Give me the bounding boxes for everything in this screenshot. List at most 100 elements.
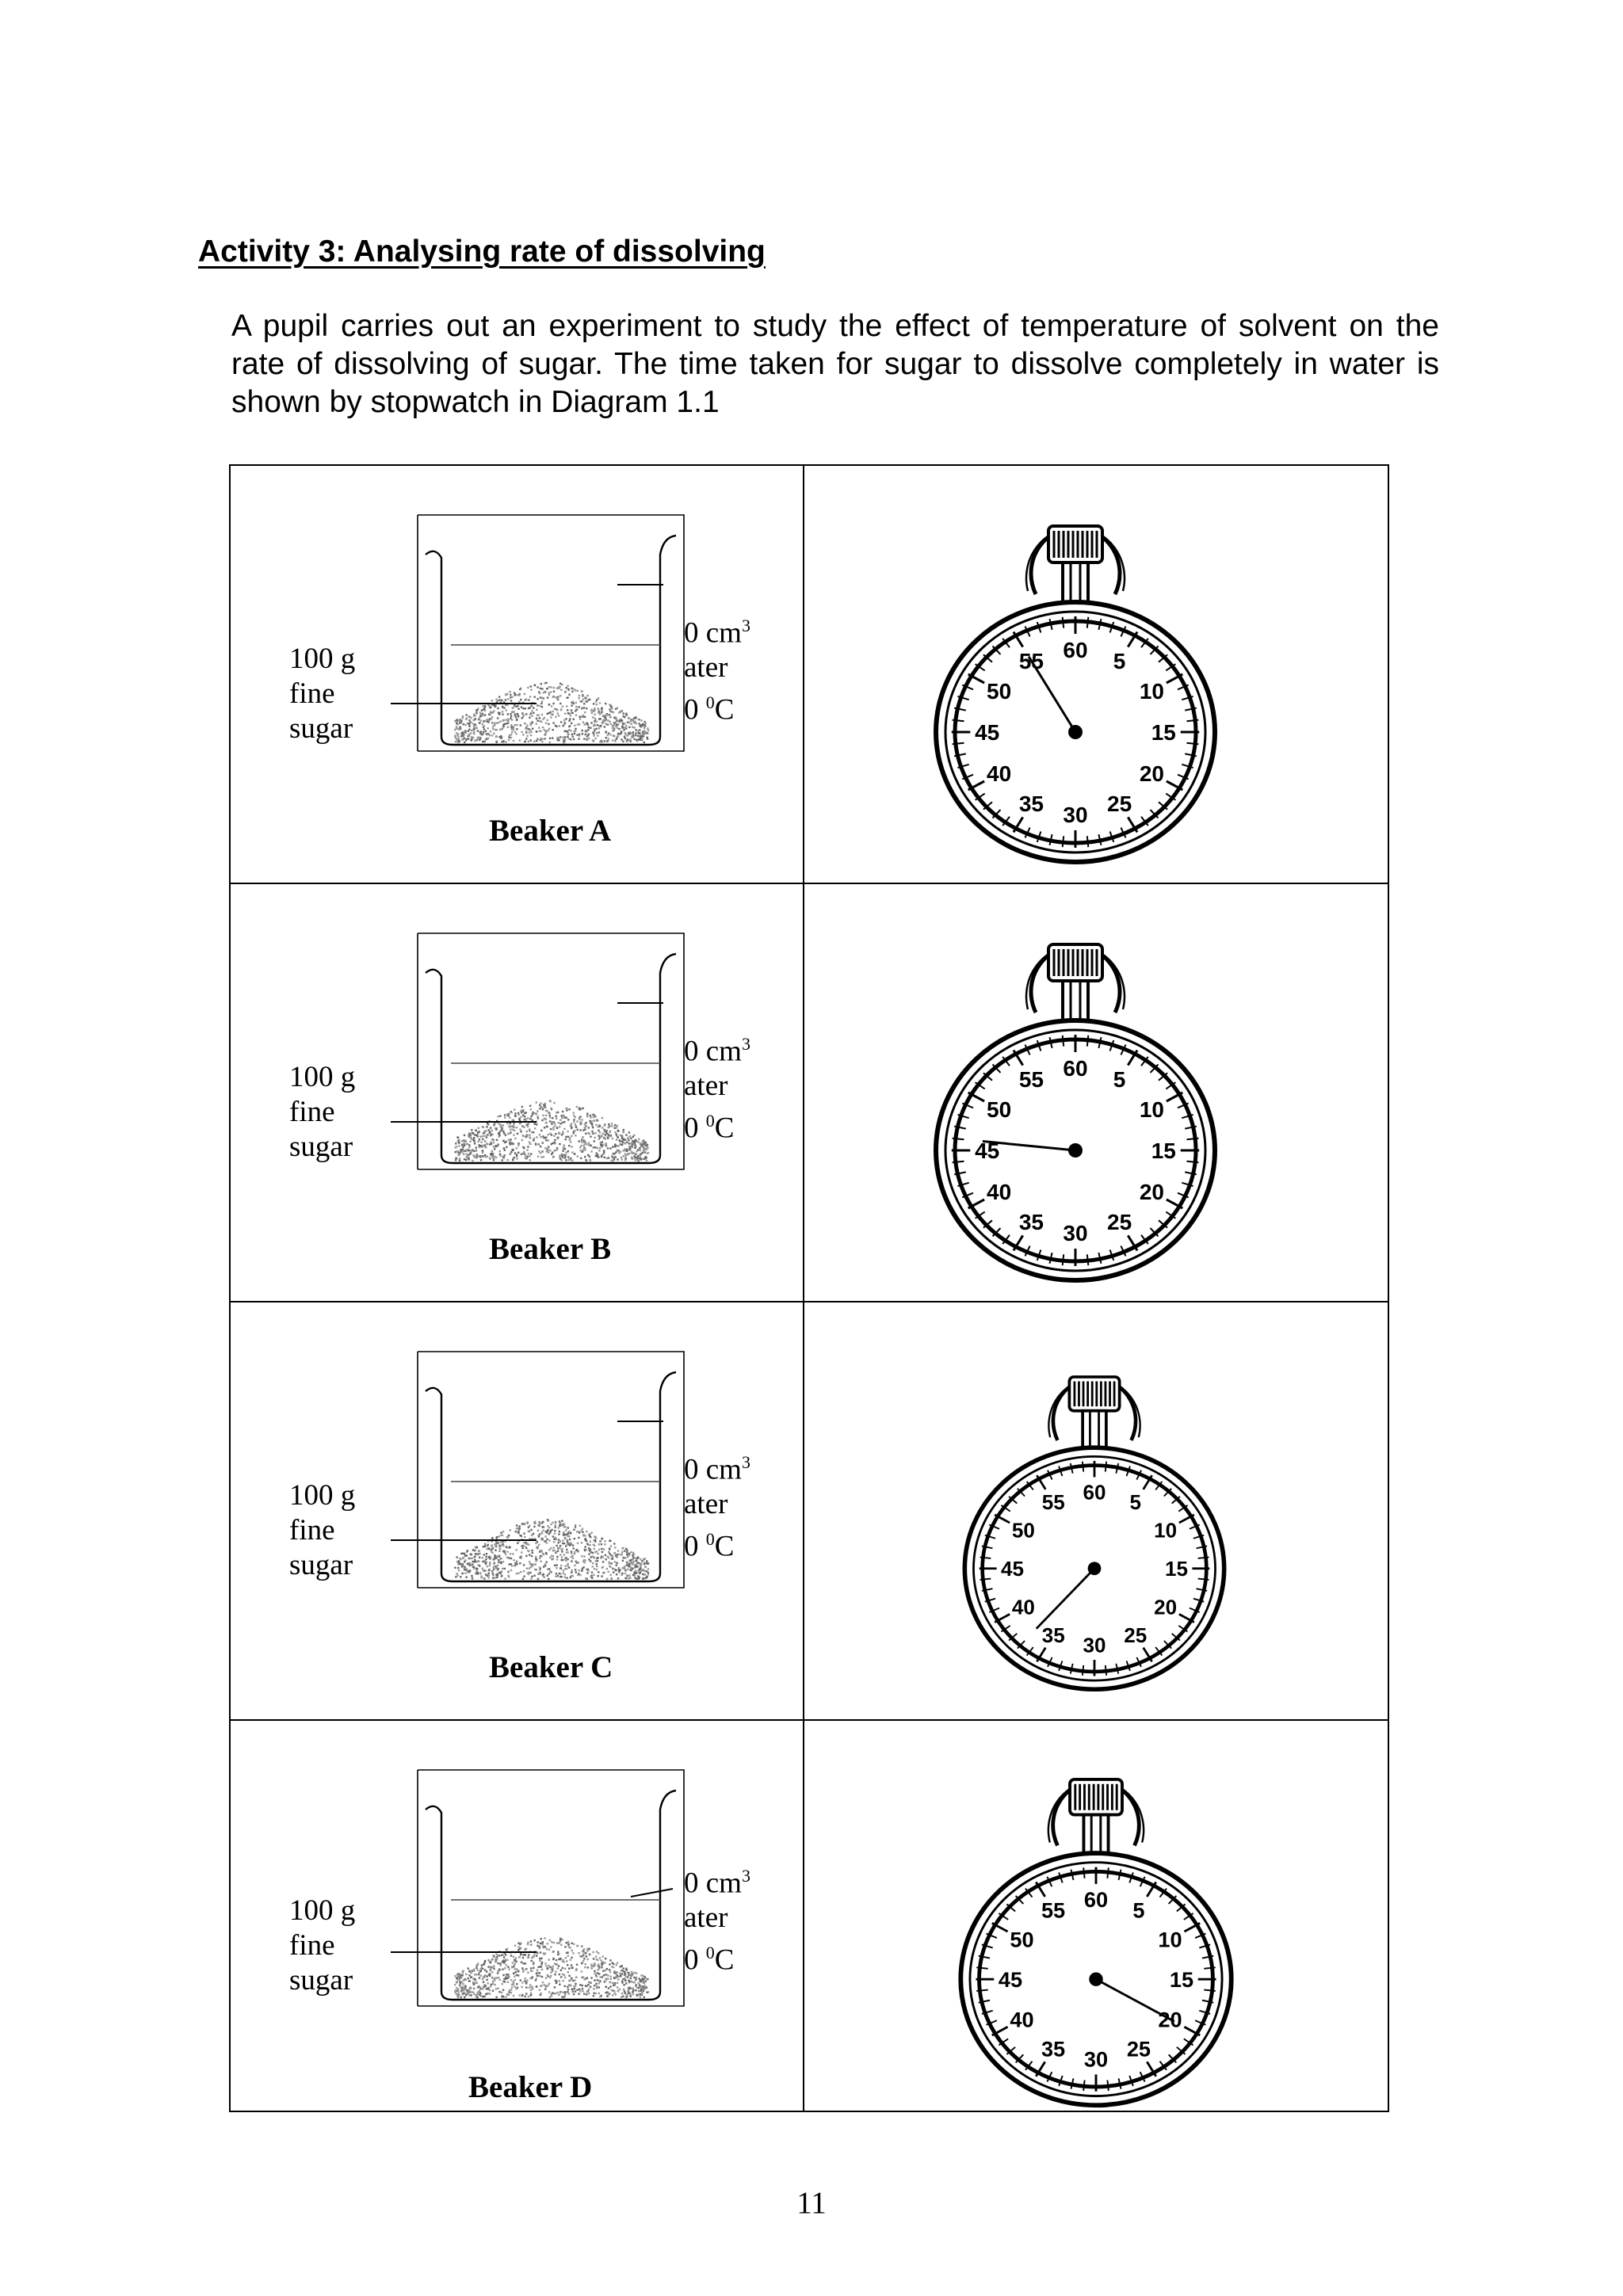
water-text: ater: [684, 1488, 728, 1521]
celsius-unit: C: [714, 1530, 735, 1563]
sugar-label-line: sugar: [289, 1549, 353, 1581]
dial-number: 15: [1170, 1967, 1193, 1992]
water-volume-superscript: 3: [741, 616, 750, 635]
dial-number: 20: [1140, 1180, 1164, 1204]
stopwatch-hand: [1035, 1567, 1096, 1630]
beaker-illustration: [391, 1351, 685, 1589]
dial-number: 15: [1151, 1138, 1176, 1163]
dial-number: 55: [1042, 1490, 1065, 1514]
beaker-name: Beaker C: [489, 1650, 613, 1684]
dial-number: 45: [975, 720, 999, 745]
water-volume-text: 0 cm: [684, 1035, 742, 1068]
sugar-label-line: 100 g: [289, 1894, 356, 1927]
dial-number: 60: [1063, 1056, 1087, 1081]
water-volume-text: 0 cm: [684, 1453, 742, 1486]
dial-number: 25: [1124, 1623, 1147, 1647]
stopwatch-pivot: [1068, 1143, 1083, 1158]
water-temperature-text: 0: [684, 1530, 706, 1563]
dial-number: 25: [1107, 1210, 1132, 1234]
degree-superscript: 0: [705, 692, 715, 713]
sugar-label-line: 100 g: [289, 643, 356, 675]
degree-superscript: 0: [705, 1943, 715, 1963]
celsius-unit: C: [714, 1943, 735, 1977]
water-volume-superscript: 3: [741, 1866, 750, 1886]
water-text: ater: [684, 1901, 728, 1935]
dial-number: 40: [1010, 2007, 1033, 2031]
dial-number: 10: [1140, 679, 1164, 704]
stopwatch-hand: [1095, 1978, 1175, 2023]
dial-number: 60: [1084, 1887, 1108, 1912]
stopwatch-pivot: [1087, 1562, 1102, 1576]
water-volume-superscript: 3: [741, 1452, 750, 1472]
sugar-label-line: fine: [289, 1514, 335, 1547]
sugar-label-line: sugar: [289, 1964, 353, 1997]
dial-number: 40: [987, 1180, 1011, 1204]
dial-number: 50: [987, 1097, 1011, 1122]
dial-number: 50: [1010, 1927, 1033, 1951]
water-volume-superscript: 3: [741, 1034, 750, 1054]
dial-number: 5: [1129, 1490, 1140, 1514]
dial-number: 10: [1140, 1097, 1164, 1122]
dial-number: 55: [1041, 1897, 1065, 1922]
dial-number: 35: [1019, 1210, 1044, 1234]
dial-number: 30: [1083, 1634, 1106, 1657]
dial-number: 30: [1063, 803, 1087, 827]
dial-number: 40: [987, 761, 1011, 786]
celsius-unit: C: [714, 693, 735, 727]
dial-number: 15: [1165, 1557, 1188, 1581]
sugar-label-line: fine: [289, 1096, 335, 1128]
dial-number: 5: [1132, 1897, 1144, 1922]
dial-number: 35: [1019, 791, 1044, 816]
water-pointer-line: [630, 1888, 674, 1897]
water-text: ater: [684, 1070, 728, 1103]
dial-number: 30: [1063, 1221, 1087, 1245]
sugar-label-line: sugar: [289, 1131, 353, 1163]
dial-number: 60: [1063, 638, 1087, 662]
degree-superscript: 0: [705, 1111, 715, 1131]
dial-number: 25: [1107, 791, 1132, 816]
water-temperature-text: 0: [684, 693, 706, 727]
page-number: 11: [796, 2186, 827, 2220]
dial-number: 10: [1154, 1519, 1177, 1543]
water-text: ater: [684, 651, 728, 685]
beaker-name: Beaker D: [468, 2070, 593, 2104]
dial-number: 50: [987, 679, 1011, 704]
beaker-illustration: [391, 514, 685, 752]
dial-number: 20: [1140, 761, 1164, 786]
sugar-pile: [454, 1937, 650, 1999]
stopwatch-hand: [1027, 655, 1077, 733]
dial-number: 60: [1083, 1480, 1106, 1504]
dial-number: 20: [1154, 1595, 1177, 1619]
water-temperature-text: 0: [684, 1112, 706, 1145]
dial-number: 35: [1042, 1623, 1065, 1647]
dial-number: 15: [1151, 720, 1176, 745]
dial-number: 25: [1127, 2036, 1151, 2061]
dial-number: 5: [1113, 1067, 1126, 1092]
beaker-name: Beaker A: [489, 814, 612, 848]
dial-number: 5: [1113, 649, 1126, 673]
dial-number: 55: [1019, 1067, 1044, 1092]
water-temperature-text: 0: [684, 1943, 706, 1977]
